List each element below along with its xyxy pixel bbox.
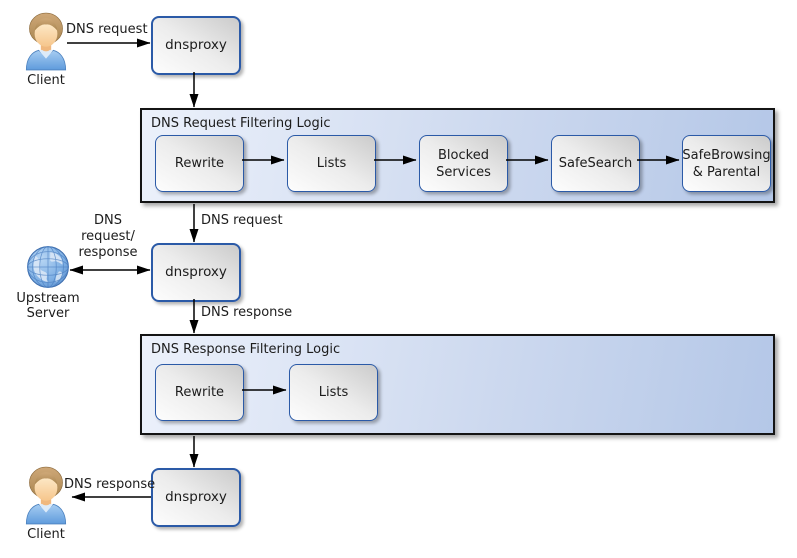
client-top-label: Client — [27, 73, 65, 88]
step-safebrowsing-parental: SafeBrowsing & Parental — [682, 135, 771, 192]
dnsproxy-node-top: dnsproxy — [151, 16, 241, 75]
step-rewrite-response: Rewrite — [155, 364, 244, 421]
response-filtering-container: DNS Response Filtering Logic Rewrite Lis… — [140, 334, 775, 435]
edge-label-client-response: DNS response — [64, 477, 156, 492]
dnsproxy-node-bottom: dnsproxy — [151, 468, 241, 527]
globe-icon — [26, 245, 70, 289]
request-filtering-container: DNS Request Filtering Logic Rewrite List… — [140, 108, 775, 203]
request-container-title: DNS Request Filtering Logic — [151, 116, 331, 131]
upstream-server-label: Upstream Server — [16, 291, 80, 321]
actor-client-top: Client — [12, 11, 80, 88]
user-icon — [23, 465, 69, 525]
step-lists-request: Lists — [287, 135, 376, 192]
edge-label-upstream-exchange: DNS request/ response — [78, 213, 138, 260]
actor-client-bottom: Client — [12, 465, 80, 542]
client-bottom-label: Client — [27, 527, 65, 542]
edge-label-filtered-request: DNS request — [201, 213, 283, 228]
step-rewrite-request: Rewrite — [155, 135, 244, 192]
dnsproxy-node-middle: dnsproxy — [151, 243, 241, 302]
edge-label-client-request: DNS request — [66, 22, 148, 37]
response-container-title: DNS Response Filtering Logic — [151, 342, 341, 357]
step-lists-response: Lists — [289, 364, 378, 421]
step-blocked-services: Blocked Services — [419, 135, 508, 192]
actor-upstream-server: Upstream Server — [10, 245, 86, 321]
edge-label-proxy-response: DNS response — [201, 305, 293, 320]
step-safesearch: SafeSearch — [551, 135, 640, 192]
user-icon — [23, 11, 69, 71]
